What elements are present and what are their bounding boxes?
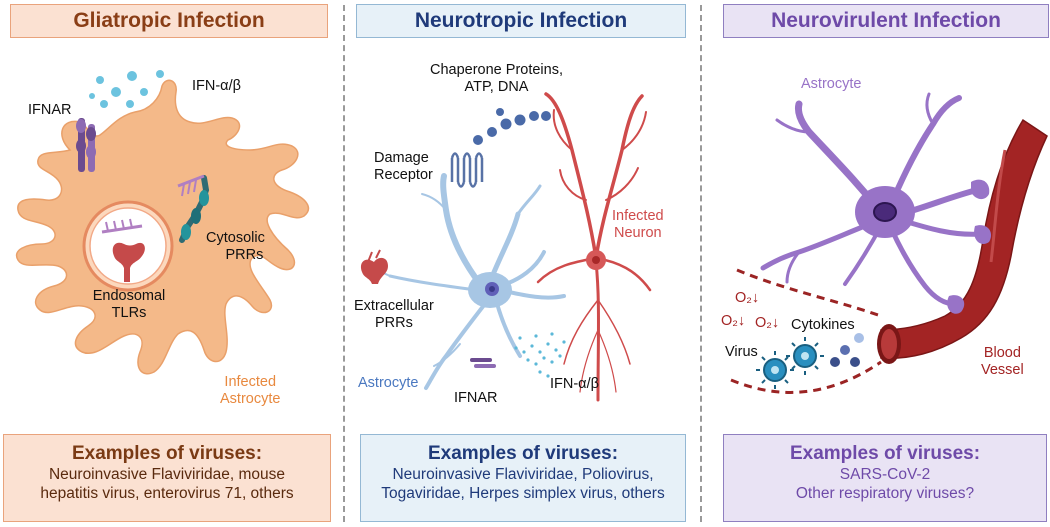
extracellular-prr-icon xyxy=(360,249,388,284)
infected-astrocyte-label: Infected Astrocyte xyxy=(220,374,281,407)
ifn-label: IFN-α/β xyxy=(192,78,241,94)
extracellular-prrs-label: Extracellular PRRs xyxy=(354,298,434,331)
blood-vessel-label: Blood Vessel xyxy=(981,345,1024,378)
o2-label-3: O₂↓ xyxy=(755,315,780,331)
infected-neuron-cell xyxy=(536,92,652,402)
chaperone-molecules-icon xyxy=(473,108,551,145)
astrocyte-label-blue: Astrocyte xyxy=(358,375,419,391)
endosomal-tlr-icon xyxy=(101,218,145,282)
ifn-label-neuro: IFN-α/β xyxy=(550,376,599,392)
neurovirulent-examples-box: Examples of viruses: SARS-CoV-2 Other re… xyxy=(723,434,1047,522)
panel-divider-2 xyxy=(700,5,702,522)
neurovirulent-illustration xyxy=(730,92,1048,394)
neurovirulent-examples-title: Examples of viruses: xyxy=(789,443,981,464)
gliatropic-illustration xyxy=(15,70,310,375)
neurotropic-illustration xyxy=(360,92,652,402)
o2-label-1: O₂↓ xyxy=(735,290,760,306)
endosomal-tlrs-label: Endosomal TLRs xyxy=(92,288,166,321)
astrocyte-label-purple: Astrocyte xyxy=(801,76,862,92)
neurotropic-examples-line1: Neuroinvasive Flaviviridae, Poliovirus, xyxy=(392,466,654,483)
virus-icon-1 xyxy=(756,351,794,389)
hypoxic-boundary-lower xyxy=(730,360,882,394)
panel-divider xyxy=(343,5,345,522)
astrocyte-cell-blue xyxy=(369,173,566,390)
cytosolic-prrs-label: Cytosolic PRRs xyxy=(206,230,265,263)
gliatropic-title: Gliatropic Infection xyxy=(10,4,328,38)
neurovirulent-title: Neurovirulent Infection xyxy=(723,4,1049,38)
ifnar-receptor-icon xyxy=(76,118,96,172)
ifnar-receptor-small-icon xyxy=(470,358,496,368)
chaperone-label: Chaperone Proteins, ATP, DNA xyxy=(430,62,563,95)
neurotropic-title: Neurotropic Infection xyxy=(356,4,686,38)
gliatropic-examples-line2: hepatitis virus, enterovirus 71, others xyxy=(40,485,294,502)
ifn-molecules-icon xyxy=(89,70,164,108)
neurotropic-examples-title: Examples of viruses: xyxy=(427,443,619,464)
ifn-dots-icon xyxy=(514,332,566,378)
damage-receptor-label: Damage Receptor xyxy=(374,150,433,183)
infected-neuron-label: Infected Neuron xyxy=(612,208,664,241)
neurotropic-examples-line2: Togaviridae, Herpes simplex virus, other… xyxy=(381,485,665,502)
gliatropic-examples-box: Examples of viruses: Neuroinvasive Flavi… xyxy=(3,434,331,522)
neurotropic-examples-box: Examples of viruses: Neuroinvasive Flavi… xyxy=(360,434,686,522)
gliatropic-examples-title: Examples of viruses: xyxy=(71,443,263,464)
neurovirulent-examples-line1: SARS-CoV-2 xyxy=(839,466,931,483)
gliatropic-panel: Gliatropic Infection xyxy=(0,0,340,527)
o2-label-2: O₂↓ xyxy=(721,313,746,329)
neurovirulent-examples-line2: Other respiratory viruses? xyxy=(795,485,975,502)
ifnar-label: IFNAR xyxy=(28,102,72,118)
neurotropic-panel: Neurotropic Infection xyxy=(350,0,695,527)
virus-icon-2 xyxy=(786,337,824,375)
blood-vessel-shape xyxy=(877,118,1048,364)
cytosolic-prr-icon xyxy=(177,174,210,243)
neurovirulent-panel: Neurovirulent Infection xyxy=(705,0,1050,527)
cytokine-molecules-icon xyxy=(830,333,864,367)
ifnar-label-neuro: IFNAR xyxy=(454,390,498,406)
cytokines-label: Cytokines xyxy=(791,317,855,333)
virus-label: Virus xyxy=(725,344,758,360)
hypoxic-boundary-upper xyxy=(736,268,882,318)
gliatropic-examples-line1: Neuroinvasive Flaviviridae, mouse xyxy=(48,466,286,483)
damage-receptor-icon xyxy=(450,152,484,188)
